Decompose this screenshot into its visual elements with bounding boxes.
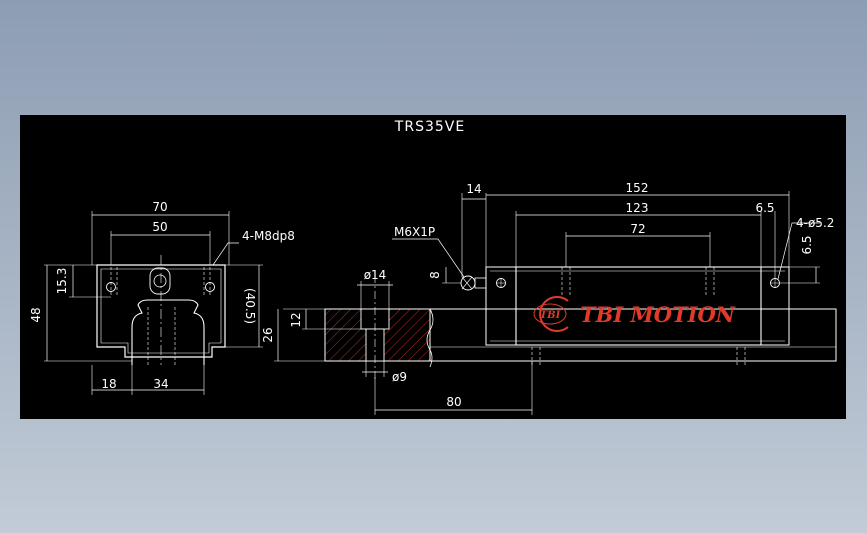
tbi-logo-mark: TBI [533,296,569,332]
rail-section [274,275,533,415]
label-grease-nipple: M6X1P [394,225,435,239]
drawing-title: TRS35VE [394,119,465,135]
side-rail [430,308,837,362]
dim-rail-height: 26 [261,327,275,342]
dim-edge-distance: 6.5 [755,201,774,215]
grease-nipple-side [460,275,487,291]
side-view [392,191,837,367]
block-outline [96,264,226,358]
linear-guide-drawing: TRS35VE [29,119,837,415]
block-inner-outline [100,268,222,354]
dim-counterbore: ø14 [364,268,387,282]
grease-nipple-front [149,267,171,295]
dim-side-holes: 4-ø5.2 [796,216,834,230]
dim-body-length: 123 [626,201,649,215]
dim-mounting-pitch: 50 [152,220,167,234]
dim-nipple-height: 8 [428,271,442,279]
dim-rail-pitch: 80 [446,395,461,409]
dim-height-total: 48 [29,307,43,322]
dim-width-total: 70 [152,200,167,214]
cad-drawing-canvas: TRS35VE [20,115,846,419]
dim-through-hole: ø9 [392,370,407,384]
dim-mounting-holes: 4-M8dp8 [242,229,295,243]
dim-side-hole-height: 6.5 [800,235,814,254]
dim-hole-height: 15.3 [55,268,69,295]
dim-end-offset: 14 [466,182,481,196]
dim-block-length: 152 [626,181,649,195]
rail-profile [131,299,205,365]
dim-height-ref: (40.5) [243,288,257,324]
dim-hole-depth: 12 [289,312,303,327]
brand-name: TBI MOTION [580,302,736,327]
brand-mark-text: TBI [540,310,561,321]
dim-hole-pitch: 72 [630,222,645,236]
dim-rail-width: 34 [153,377,168,391]
front-view [44,211,263,395]
dim-rail-offset: 18 [101,377,116,391]
